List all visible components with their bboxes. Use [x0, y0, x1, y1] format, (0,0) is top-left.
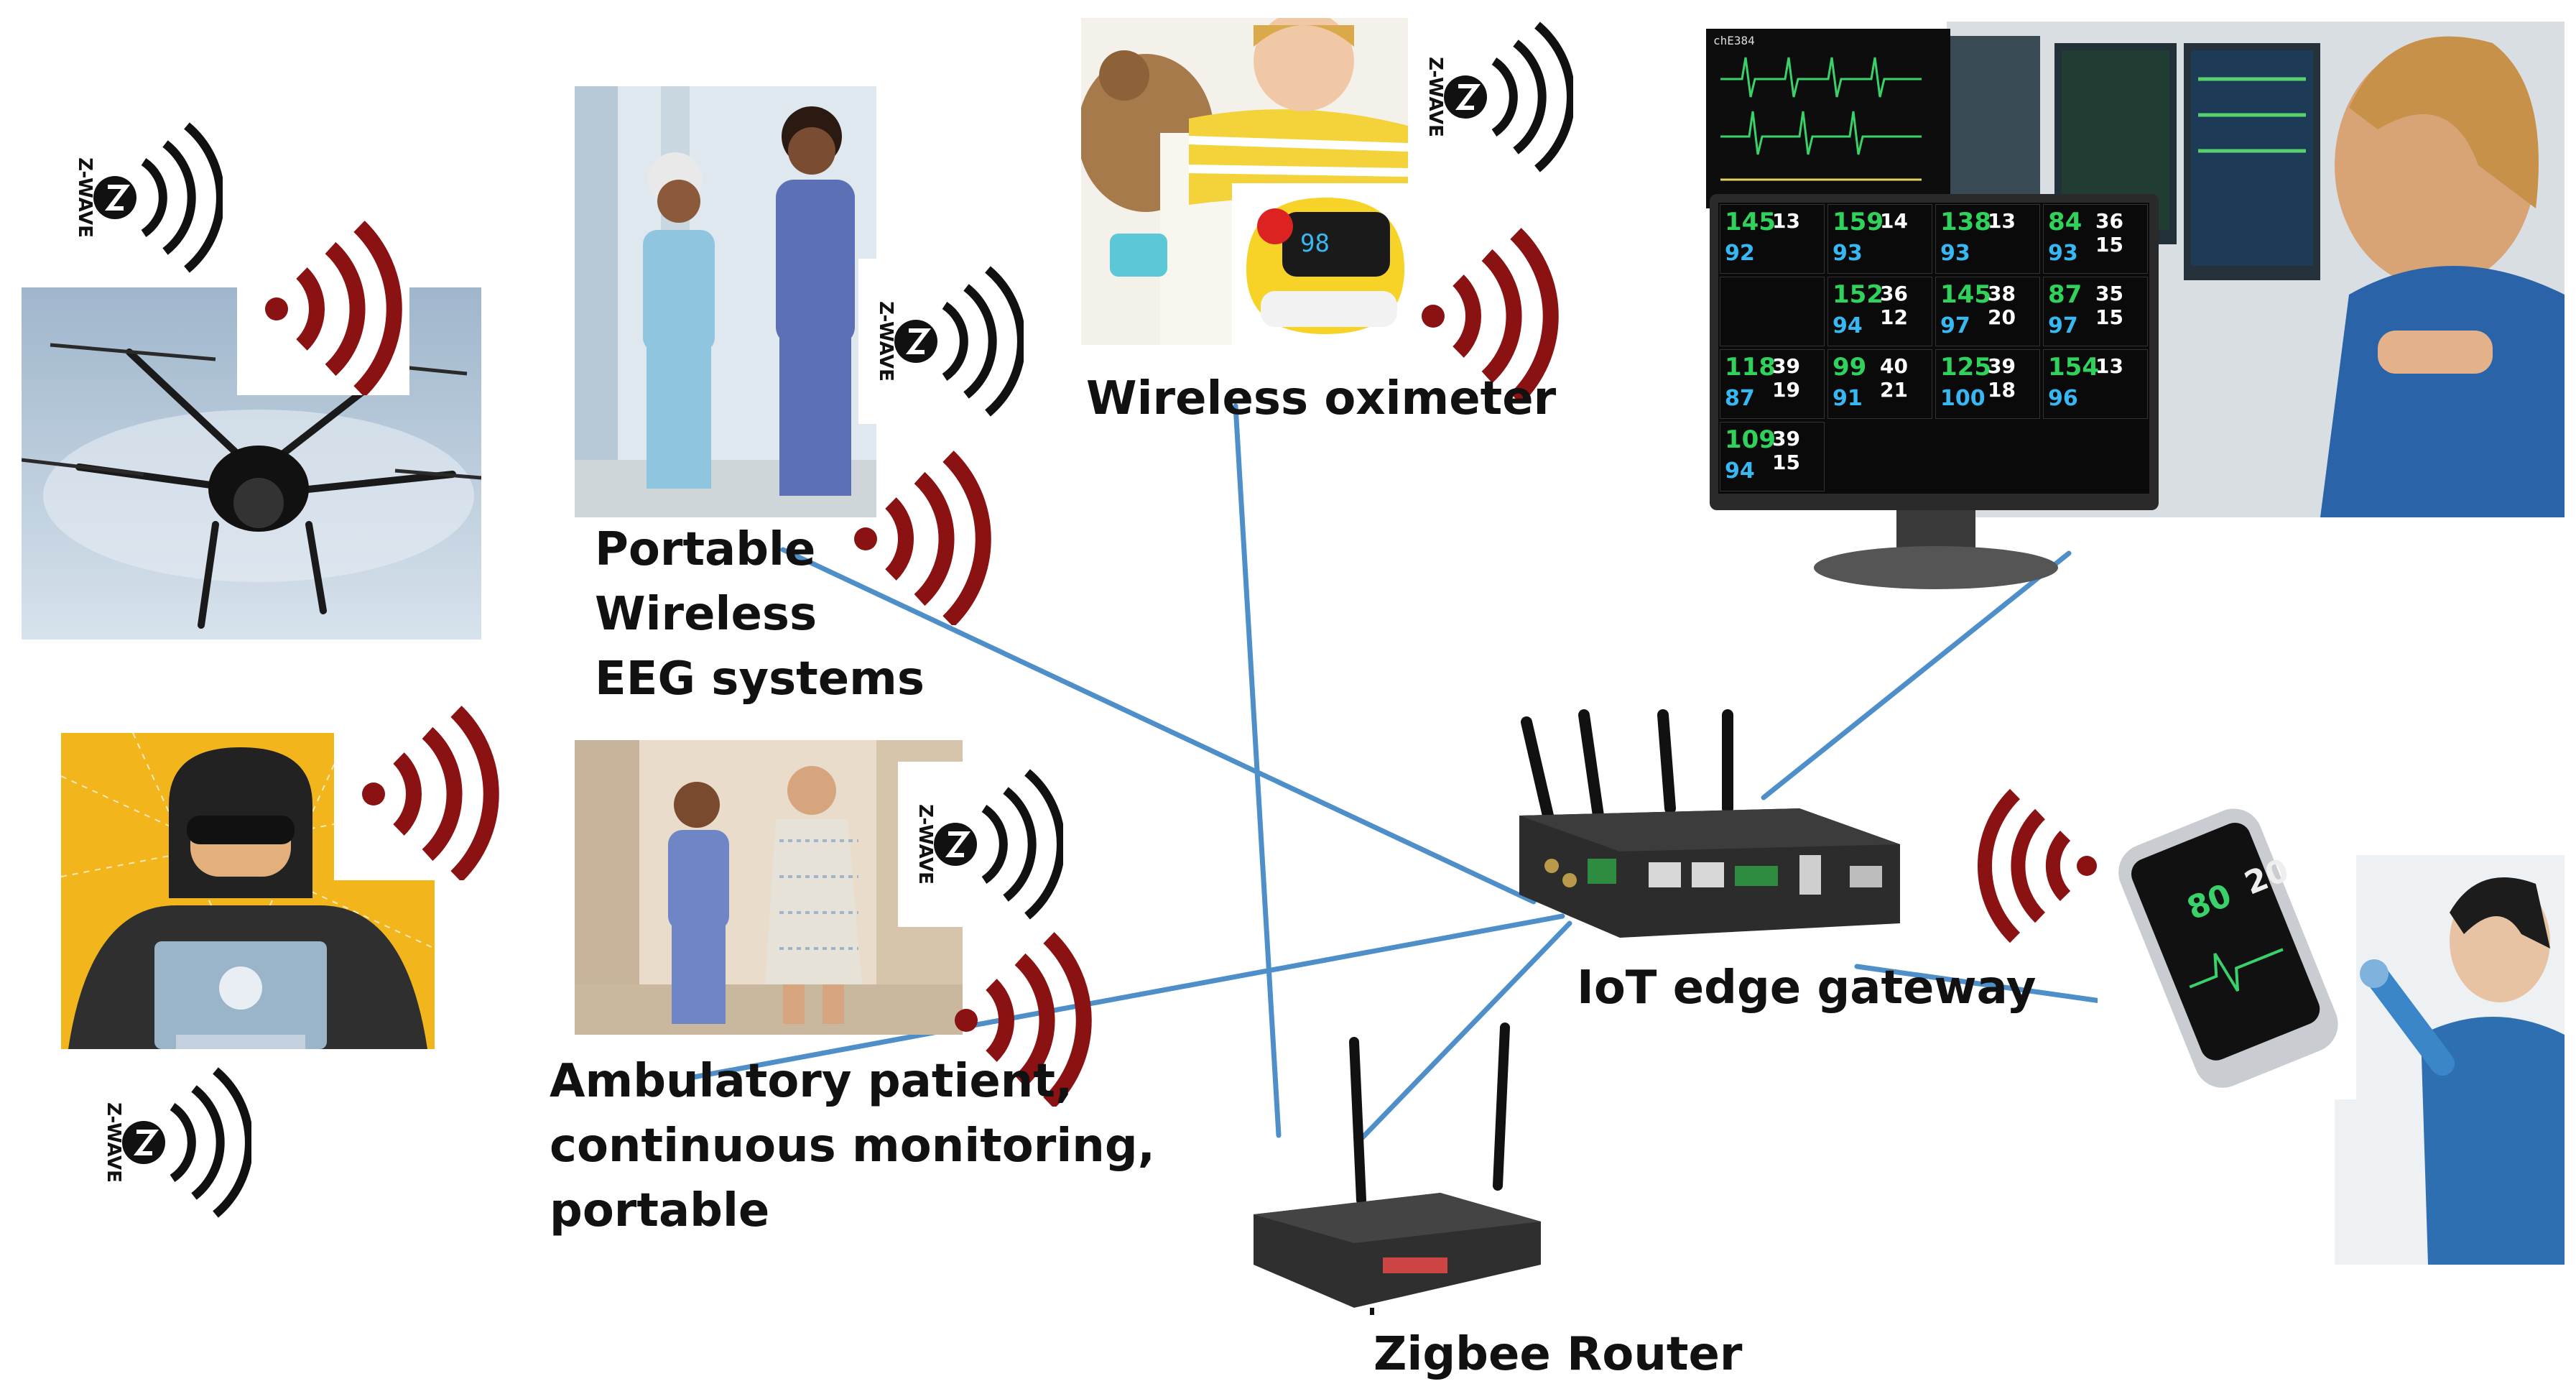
- monitor-value: 39 18: [1988, 354, 2016, 402]
- monitor-value: 154: [2048, 353, 2099, 382]
- monitor-value: 100: [1940, 386, 1986, 411]
- link-oximeter-router: [1233, 403, 1282, 1138]
- wireless-signal-icon: [1422, 228, 1559, 402]
- monitor-value: 14: [1880, 209, 1908, 233]
- gateway-label: IoT edge gateway: [1577, 961, 2037, 1015]
- monitor-value: 94: [1833, 313, 1863, 338]
- monitor-value: 92: [1725, 241, 1755, 266]
- link-router-gateway: [1355, 920, 1572, 1145]
- handheld-monitor-image: 80 20: [2098, 790, 2356, 1099]
- monitor-value: 13: [2095, 354, 2123, 378]
- wireless-signal-icon: [955, 932, 1092, 1107]
- monitor-value: 138: [1940, 208, 1991, 236]
- svg-text:Z-WAVE: Z-WAVE: [914, 804, 936, 885]
- monitor-cell: [1720, 277, 1825, 346]
- wireless-signal-icon: [237, 216, 409, 395]
- zwave-icon: Z-WAVE: [1424, 22, 1573, 172]
- oximeter-label: Wireless oximeter: [1086, 372, 1557, 425]
- monitor-cell: 99 40 21 91: [1827, 349, 1932, 419]
- monitor-value: 36 12: [1880, 282, 1908, 329]
- monitor-value: 93: [1833, 241, 1863, 266]
- monitor-value: 145: [1725, 208, 1776, 236]
- eeg-label-line1: Portable: [595, 523, 816, 576]
- zwave-icon: Z-WAVE: [858, 259, 1024, 424]
- monitor-value: 36 15: [2095, 209, 2123, 257]
- wireless-signal-icon: [1978, 788, 2097, 943]
- monitor-value: 152: [1833, 280, 1884, 309]
- monitor-value: 125: [1940, 353, 1991, 382]
- svg-text:98: 98: [1300, 229, 1330, 258]
- monitor-value: 35 15: [2095, 282, 2123, 329]
- monitor-value: 87: [2048, 280, 2082, 309]
- monitor-cell: 84 36 15 93: [2043, 204, 2148, 274]
- iot-edge-gateway-device: [1519, 709, 1900, 938]
- svg-text:Z-WAVE: Z-WAVE: [1424, 57, 1446, 137]
- monitor-value: 87: [1725, 386, 1755, 411]
- nurse-image: [2335, 855, 2565, 1265]
- zigbee-router-device: [1254, 1023, 1541, 1315]
- router-label: Zigbee Router: [1373, 1328, 1743, 1381]
- monitor-value: 97: [2048, 313, 2078, 338]
- svg-text:Z-WAVE: Z-WAVE: [875, 301, 896, 382]
- ambulatory-label-line3: portable: [550, 1184, 770, 1237]
- monitor-cell: 87 35 15 97: [2043, 277, 2148, 346]
- svg-text:Z-WAVE: Z-WAVE: [74, 157, 96, 238]
- link-gateway-workstation: [1761, 550, 2072, 800]
- eeg-label: Portable Wireless EEG systems: [595, 517, 925, 711]
- monitor-value: 91: [1833, 386, 1863, 411]
- monitor-value: 118: [1725, 353, 1776, 382]
- svg-text:Z-WAVE: Z-WAVE: [103, 1102, 124, 1183]
- monitor-value: 96: [2048, 386, 2078, 411]
- ambulatory-label-line1: Ambulatory patient,: [550, 1055, 1073, 1108]
- link-ambulatory-gateway: [687, 913, 1565, 1081]
- svg-text:chE384: chE384: [1713, 34, 1755, 47]
- monitor-value: 94: [1725, 458, 1755, 484]
- wireless-signal-icon: [854, 451, 991, 625]
- monitor-value: 40 21: [1880, 354, 1908, 402]
- link-eeg-gateway: [780, 547, 1537, 905]
- wireless-signal-icon: [334, 701, 506, 880]
- zwave-icon: Z-WAVE: [898, 762, 1063, 927]
- oximeter-device-image: 98: [1232, 183, 1412, 348]
- monitor-value: 13: [1772, 209, 1800, 233]
- ambulatory-label-line2: continuous monitoring,: [550, 1120, 1155, 1173]
- monitor-value: 39 15: [1772, 427, 1800, 474]
- eeg-label-line3: EEG systems: [595, 652, 925, 706]
- ecg-monitor-screen: chE384: [1706, 29, 1950, 208]
- eeg-image: [575, 86, 876, 517]
- monitor-value: 99: [1833, 353, 1867, 382]
- monitor-value: 109: [1725, 425, 1776, 454]
- monitor-value: 93: [1940, 241, 1970, 266]
- ambulatory-label: Ambulatory patient, continuous monitorin…: [550, 1049, 1155, 1243]
- eeg-label-line2: Wireless: [595, 588, 817, 641]
- zwave-icon: Z-WAVE: [103, 1067, 251, 1218]
- drone-image: [22, 287, 481, 640]
- monitor-value: 159: [1833, 208, 1884, 236]
- zwave-icon: Z-WAVE: [74, 122, 223, 273]
- hacker-image: [61, 733, 435, 1049]
- monitor-value: 39 19: [1772, 354, 1800, 402]
- monitor-value: 93: [2048, 241, 2078, 266]
- monitor-value: 38 20: [1988, 282, 2016, 329]
- monitor-value: 13: [1988, 209, 2016, 233]
- monitor-value: 145: [1940, 280, 1991, 309]
- monitor-value: 97: [1940, 313, 1970, 338]
- monitor-value: 84: [2048, 208, 2082, 236]
